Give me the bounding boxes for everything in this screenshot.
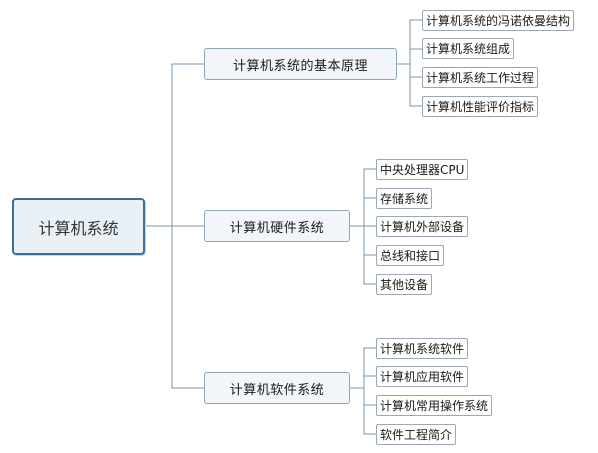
link-root-branch-1 [145,63,204,227]
link-b3-leaf-1 [350,347,376,389]
branch-basic-principles[interactable]: 计算机系统的基本原理 [204,48,397,80]
leaf-performance-metrics[interactable]: 计算机性能评价指标 [422,96,539,117]
link-b1-leaf-2 [397,48,422,65]
link-b3-leaf-3 [350,387,376,406]
link-b2-leaf-4 [350,225,376,256]
leaf-peripherals[interactable]: 计算机外部设备 [376,216,469,237]
branch-hardware-system[interactable]: 计算机硬件系统 [204,210,350,242]
leaf-other-devices[interactable]: 其他设备 [376,274,433,295]
link-b3-leaf-4 [350,387,376,435]
link-b2-leaf-2 [350,197,376,227]
leaf-system-software[interactable]: 计算机系统软件 [376,338,469,359]
leaf-bus-interface[interactable]: 总线和接口 [376,245,445,266]
leaf-storage[interactable]: 存储系统 [376,188,433,209]
link-b1-leaf-4 [397,63,422,107]
leaf-application-software[interactable]: 计算机应用软件 [376,366,469,387]
leaf-software-engineering[interactable]: 软件工程简介 [376,424,457,445]
leaf-cpu[interactable]: 中央处理器CPU [376,159,469,180]
branch-software-system[interactable]: 计算机软件系统 [204,372,350,404]
leaf-operating-systems[interactable]: 计算机常用操作系统 [376,395,493,416]
leaf-von-neumann[interactable]: 计算机系统的冯诺依曼结构 [422,10,575,31]
link-root-branch-3 [145,225,204,389]
root-node[interactable]: 计算机系统 [12,198,145,255]
leaf-working-process[interactable]: 计算机系统工作过程 [422,67,539,88]
leaf-system-composition[interactable]: 计算机系统组成 [422,38,515,59]
link-b3-leaf-2 [350,375,376,389]
link-b2-leaf-5 [350,225,376,285]
